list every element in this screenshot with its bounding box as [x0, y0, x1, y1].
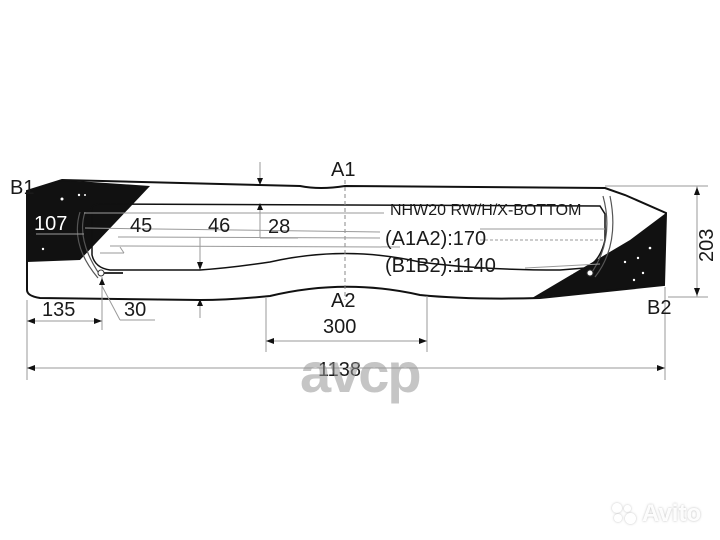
part-code-label: NHW20 RW/H/X-BOTTOM [390, 202, 581, 219]
dim-107: 107 [34, 213, 67, 235]
ceramic-frit-left [27, 180, 150, 262]
busbar-right [589, 195, 608, 276]
dim-28: 28 [268, 216, 290, 238]
dim-135: 135 [42, 299, 75, 321]
ceramic-frit-right [532, 213, 666, 298]
dim-300: 300 [323, 316, 356, 338]
glass-outline [26, 178, 668, 302]
point-a2-label: A2 [331, 290, 355, 312]
point-a1-label: A1 [331, 159, 355, 181]
a1a2-label: (A1A2):170 [385, 228, 486, 250]
visible-area-outline [90, 203, 606, 271]
avito-text: Avito [642, 500, 702, 527]
watermark-avito: Avito [612, 500, 701, 528]
dim-203: 203 [696, 229, 718, 262]
dim-46: 46 [208, 215, 230, 237]
busbar-left [82, 211, 101, 276]
dim-30: 30 [124, 299, 146, 321]
b1b2-label: (B1B2):1140 [385, 255, 496, 277]
point-b1-label: B1 [10, 177, 34, 199]
terminal-right-icon [586, 269, 594, 277]
avito-logo-icon [612, 503, 638, 525]
terminal-left-icon [97, 269, 105, 277]
dim-45: 45 [130, 215, 152, 237]
point-b2-label: B2 [647, 297, 671, 319]
watermark-center: avcp [300, 341, 422, 404]
dim-1138: 1138 [318, 359, 361, 381]
